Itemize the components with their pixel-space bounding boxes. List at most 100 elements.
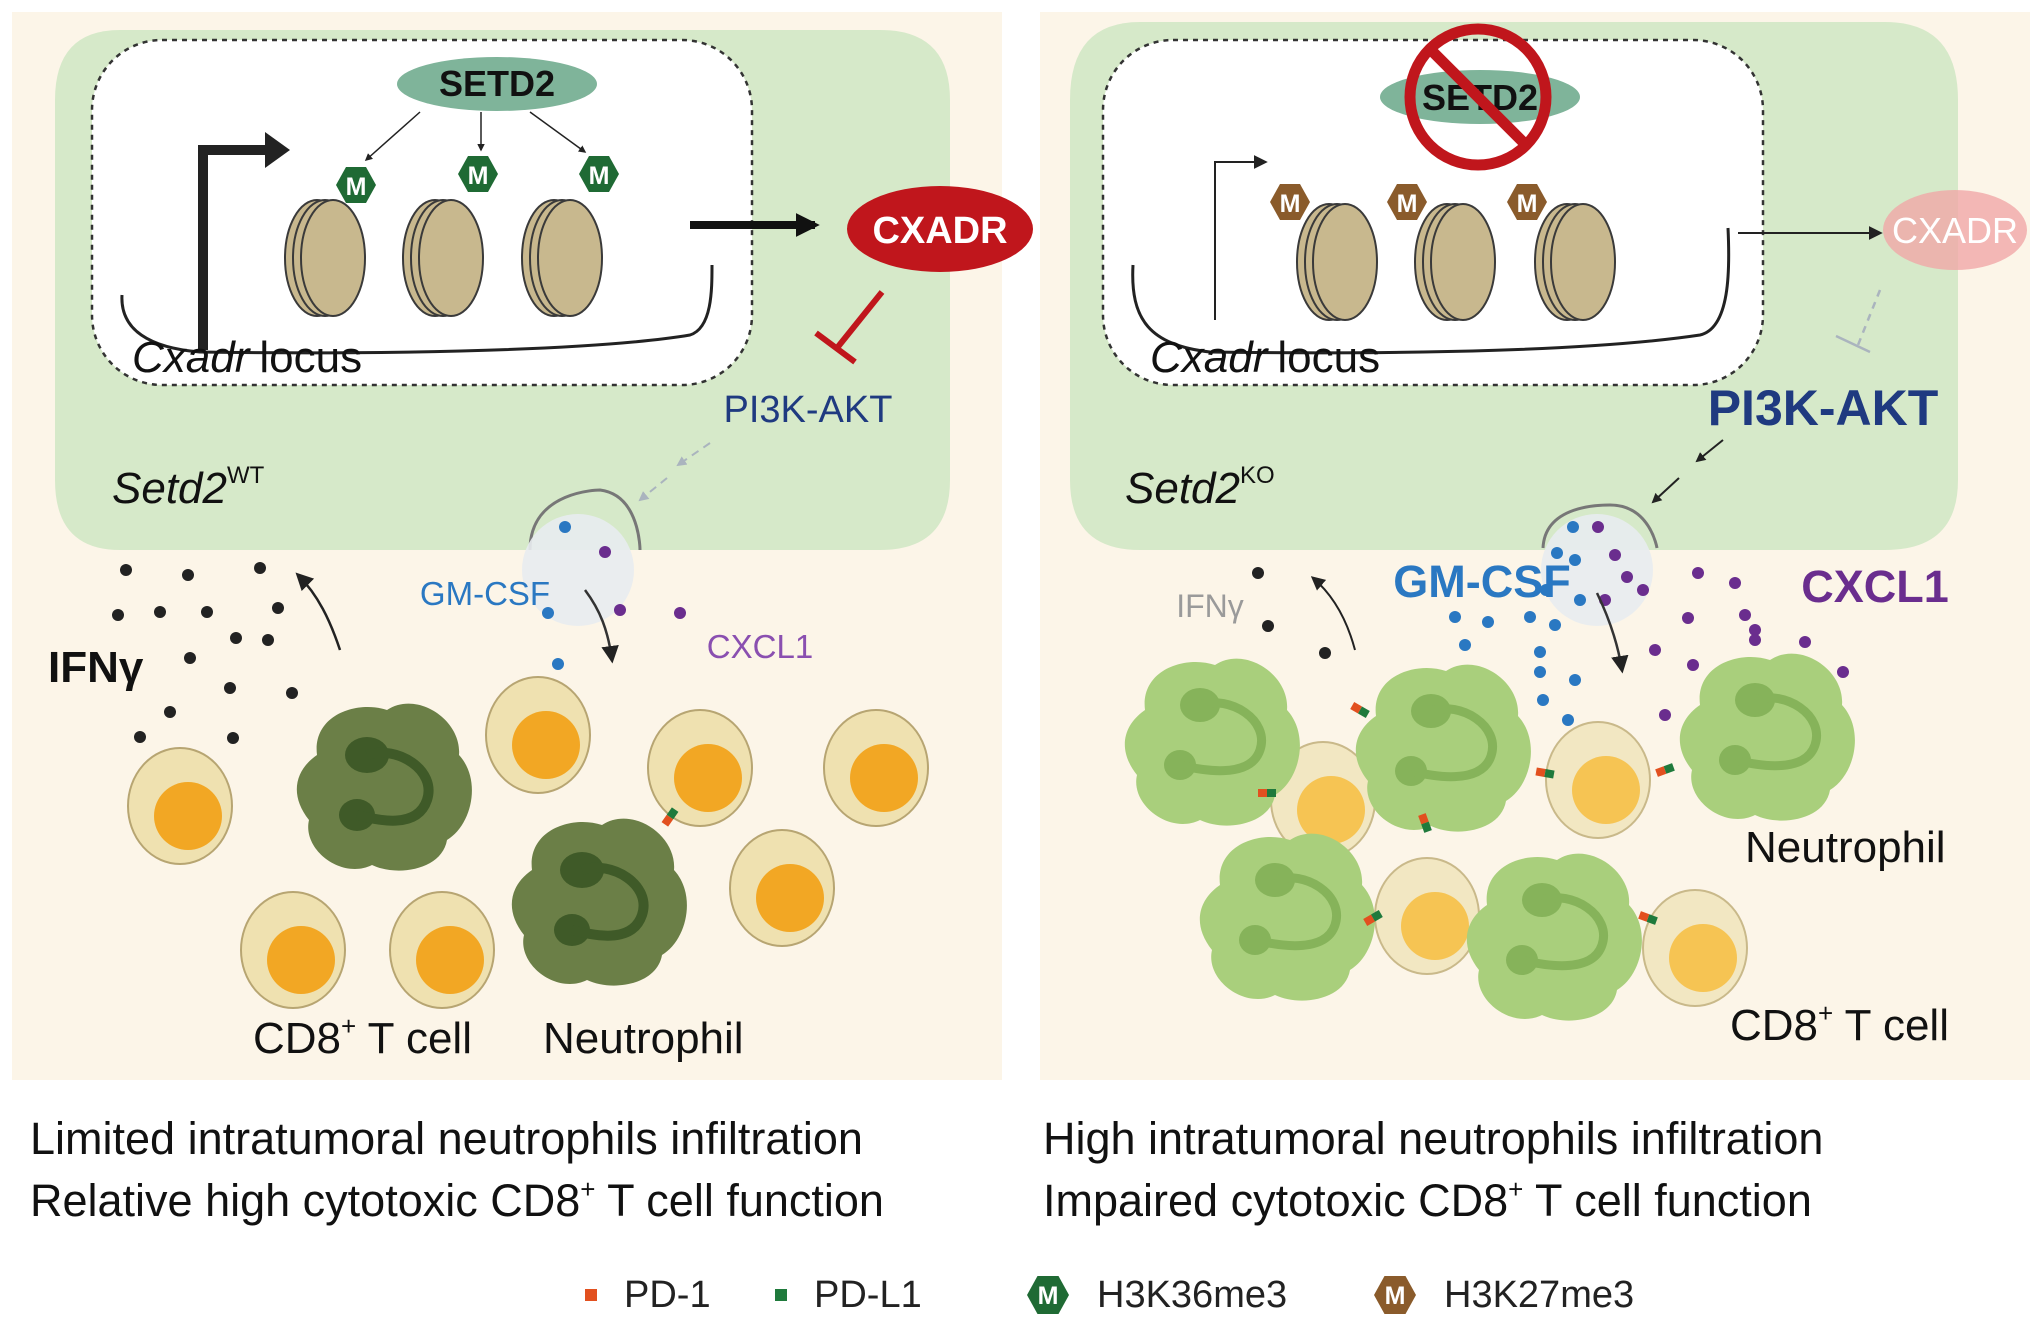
right-membrane-bulge — [1541, 503, 1659, 549]
left-pi3k-arrow-1 — [676, 442, 711, 467]
svg-text:M: M — [1280, 190, 1301, 218]
legend-pdl1: PD-L1 — [770, 1270, 922, 1320]
prohibited-icon — [1404, 23, 1552, 171]
left-tcell-2 — [485, 676, 591, 794]
right-neutrophil-label: Neutrophil — [1745, 823, 1946, 872]
left-tcell-3 — [647, 709, 753, 827]
left-gmcsf-label: GM-CSF — [420, 575, 550, 612]
right-ifng-dots — [1252, 567, 1331, 659]
left-pi3k-arrow-2 — [638, 477, 668, 502]
right-gmcsf-label: GM-CSF — [1393, 556, 1570, 607]
legend-h3k27-label: H3K27me3 — [1444, 1273, 1635, 1316]
left-ifng-dots — [112, 562, 298, 744]
left-cxadr-protein — [847, 186, 1033, 272]
left-membrane-bulge — [528, 488, 642, 551]
right-genotype-label: Setd2KO — [1125, 462, 1275, 513]
left-h3k36-mark-3: M — [579, 156, 619, 192]
right-tcell-4 — [1642, 889, 1748, 1007]
left-ifng-arrow — [295, 572, 342, 651]
left-secretion-arrow — [583, 589, 619, 664]
left-setd2-arrow-1 — [364, 111, 421, 161]
right-caption-line1: High intratumoral neutrophils infiltrati… — [1043, 1113, 1824, 1164]
left-nucleosome-1 — [284, 199, 366, 317]
left-nucleosome-3 — [521, 199, 603, 317]
right-caption-line2: Impaired cytotoxic CD8+ T cell function — [1043, 1174, 1812, 1226]
legend-pd1: PD-1 — [580, 1270, 711, 1320]
left-tcell-7 — [729, 829, 835, 947]
left-neutrophil-label: Neutrophil — [543, 1014, 744, 1063]
right-secretory-vesicle — [1541, 514, 1653, 626]
left-tss-arrow-head — [265, 132, 290, 168]
right-tcell-3 — [1374, 857, 1480, 975]
right-cxadr-protein — [1883, 190, 2027, 270]
left-cxcl1-label: CXCL1 — [707, 628, 813, 665]
left-tcell-4 — [823, 709, 929, 827]
right-tss-arrow — [1214, 155, 1268, 320]
right-secretion-arrow — [1595, 592, 1629, 674]
legend-pd1-label: PD-1 — [624, 1273, 711, 1316]
right-h3k27-mark-2: M — [1387, 184, 1427, 220]
left-tcell-5 — [240, 891, 346, 1009]
right-h3k27-mark-3: M — [1507, 184, 1547, 220]
right-pd-pair-2 — [1258, 789, 1276, 797]
right-pi3k-arrow-2 — [1651, 477, 1680, 504]
right-cxcl1-label: CXCL1 — [1801, 561, 1949, 612]
h3k36-hexagon-icon: M — [1027, 1276, 1069, 1314]
h3k27-hexagon-icon: M — [1374, 1276, 1416, 1314]
right-inhibition-bar — [1835, 334, 1871, 354]
right-nucleosome-3 — [1534, 203, 1616, 321]
right-gmcsf-dots — [1449, 521, 1586, 726]
right-nucleosome-2 — [1414, 203, 1496, 321]
right-tcell-2 — [1545, 721, 1651, 839]
left-setd2-enzyme — [397, 57, 597, 111]
right-h3k27-mark-1: M — [1270, 184, 1310, 220]
legend-h3k36-label: H3K36me3 — [1097, 1273, 1288, 1316]
left-tss-arrow-shaft — [198, 145, 270, 350]
legend-pdl1-label: PD-L1 — [814, 1273, 922, 1316]
right-nucleosome-1 — [1296, 203, 1378, 321]
svg-text:M: M — [589, 162, 610, 190]
left-caption-line1: Limited intratumoral neutrophils infiltr… — [30, 1113, 863, 1164]
legend: PD-1 PD-L1 M H3K36me3 M H3K27me3 — [560, 1270, 1760, 1320]
left-vesicle-cxcl1-dots — [599, 546, 686, 619]
svg-text:M: M — [468, 162, 489, 190]
left-setd2-label: SETD2 — [439, 63, 555, 104]
right-pi3k-arrow-1 — [1695, 439, 1724, 463]
right-cxcl1-dots — [1592, 521, 1849, 721]
svg-text:M: M — [346, 173, 367, 201]
left-h3k36-mark-2: M — [458, 156, 498, 192]
left-caption-line2: Relative high cytotoxic CD8+ T cell func… — [30, 1174, 884, 1226]
pd1-swatch-icon — [585, 1289, 597, 1301]
left-genotype-label: Setd2WT — [112, 462, 265, 513]
left-ifng-label: IFNγ — [48, 643, 144, 692]
left-setd2-arrow-3 — [529, 111, 587, 153]
svg-text:M: M — [1517, 190, 1538, 218]
left-vesicle-gmcsf-dots — [542, 521, 571, 670]
pdl1-swatch-icon — [775, 1289, 787, 1301]
left-dna-strand — [120, 264, 714, 355]
left-pi3k-label: PI3K-AKT — [724, 389, 893, 431]
legend-h3k36: M H3K36me3 — [1025, 1270, 1287, 1320]
left-tcell-6 — [389, 891, 495, 1009]
right-inhibition-line — [1856, 289, 1882, 346]
right-tcell-label: CD8+ T cell — [1730, 998, 1949, 1050]
right-pi3k-label: PI3K-AKT — [1708, 380, 1939, 436]
right-ifng-label: IFNγ — [1176, 588, 1244, 624]
right-cxadr-label: CXADR — [1892, 210, 2018, 251]
svg-text:M: M — [1038, 1282, 1059, 1310]
left-nucleosome-2 — [402, 199, 484, 317]
left-cxadr-label: CXADR — [872, 210, 1007, 252]
right-dna-strand — [1131, 227, 1731, 355]
legend-h3k27: M H3K27me3 — [1372, 1270, 1634, 1320]
left-tcell-label: CD8+ T cell — [253, 1011, 472, 1063]
left-inhibition-bar — [814, 330, 857, 365]
left-inhibition-line — [834, 290, 885, 350]
left-h3k36-mark-1: M — [336, 167, 376, 203]
left-secretory-vesicle — [522, 514, 634, 626]
